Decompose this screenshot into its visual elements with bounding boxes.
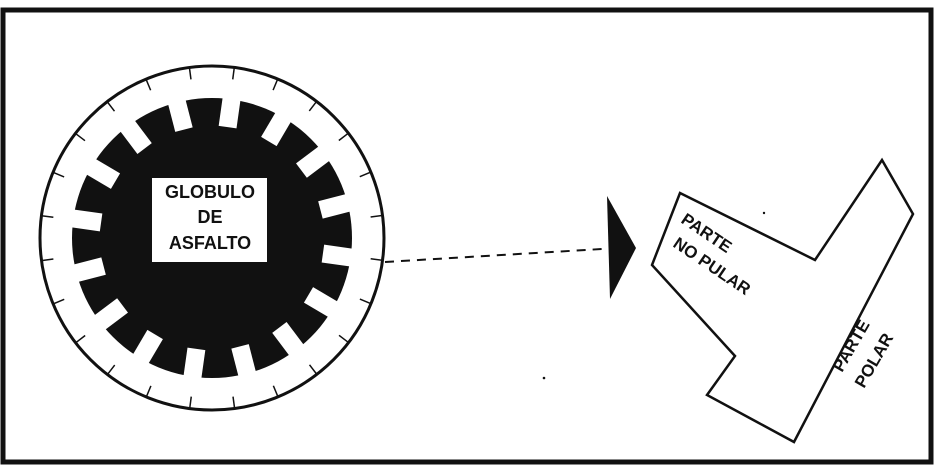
globule-label-line2: DE xyxy=(197,207,222,227)
print-speck xyxy=(763,212,765,214)
globule-label-line3: ASFALTO xyxy=(169,233,251,253)
pointer-arrowhead xyxy=(607,196,636,299)
globule-label-line1: GLOBULO xyxy=(165,182,255,202)
amphiphilic-molecule-shape xyxy=(652,160,913,442)
print-speck xyxy=(543,377,546,380)
dashed-pointer-line xyxy=(385,249,602,262)
